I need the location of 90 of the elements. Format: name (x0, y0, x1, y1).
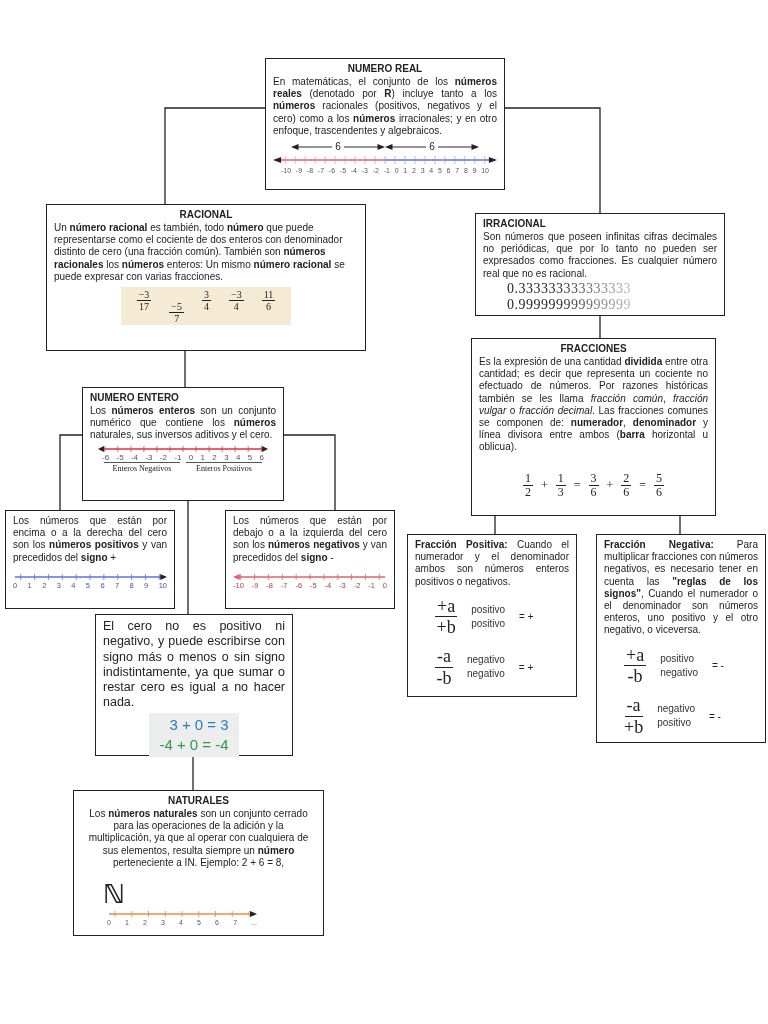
paragraph: Fracción Negativa: Para multiplicar fracciones con números negativos, es necesario tener en cuenta las "reglas de los signos", Cuando el numerador o el denominador son números enteros, uno positivo y el otro negativo, o viceversa. (604, 539, 758, 637)
concept-box (46, 204, 366, 351)
operator: + (540, 478, 548, 494)
sign-word: positivo (657, 716, 693, 731)
concept-box (225, 510, 395, 609)
denominator: 6 (656, 486, 663, 501)
sign-result: = + (519, 611, 534, 623)
denominator: +b (436, 617, 456, 639)
numerator: +a (624, 644, 647, 667)
heading: RACIONAL (178, 209, 234, 220)
numerator: −5 (169, 300, 184, 314)
equation: 3 + 0 = 3 (169, 714, 229, 735)
numerator: −3 (136, 288, 152, 302)
numerator: 1 (555, 471, 566, 487)
operator: + (606, 478, 614, 494)
paragraph: Los números enteros son un conjunto numérico que contiene los números naturales, sus inversos aditivos y el cero. (90, 405, 276, 442)
operator: = (639, 478, 647, 494)
heading: NATURALES (167, 795, 230, 806)
sign-result: = + (518, 661, 534, 673)
heading: NUMERO REAL (346, 63, 424, 74)
paragraph: Son números que poseen infinitas cifras decimales no periódicas, que por lo tanto no pueden ser expresados como fracciones. Es cualquier número real que no es racional. (483, 231, 717, 280)
concept-box (82, 387, 284, 501)
numerator: −3 (229, 288, 244, 302)
sign-word: positivo (471, 616, 506, 631)
denominator: +b (624, 716, 644, 738)
numerator: 3 (588, 471, 599, 487)
concept-box (5, 510, 175, 609)
tick-labels: -6 -5 -4 -3 -2 -1 0 1 2 3 4 5 6 (102, 453, 264, 463)
paragraph: El cero no es positivo ni negativo, y puede escribirse con signo más o menos o sin signo indistintamente, ya que sumar o restar cero es igual a no hacer nada. (103, 619, 285, 711)
connector-line (599, 315, 601, 339)
concept-box (471, 338, 716, 516)
denominator: 2 (524, 486, 531, 501)
concept-box (596, 534, 766, 743)
connector-line (187, 500, 189, 615)
paragraph: Los números naturales son un conjunto cerrado para las operaciones de la adición y la multiplicación, ya que al operar con cualquiera de sus elementos, resulta siempre un número perteneciente a IN. Ejemplo: 2 + 6 = 8, (87, 808, 310, 869)
concept-box (265, 58, 505, 190)
numerator: -a (435, 646, 453, 668)
paragraph: En matemáticas, el conjunto de los números reales (denotado por R) incluye tanto a los números racionales (positivos, negativos y el cero) como a los números irracionales; y en otro enfoque, trascendentes y algebraicos. (273, 76, 497, 137)
denominator: -b (436, 667, 452, 689)
connector-line (192, 755, 194, 791)
connector-line (164, 107, 266, 205)
paragraph: Los números que están por debajo o a la izquierda del cero son los números negativos y van precedidos del signo - (233, 515, 387, 564)
sign-word: positivo (471, 602, 506, 617)
denominator: 7 (174, 313, 180, 325)
distance-label: 6 (332, 141, 344, 153)
distance-label: 6 (426, 141, 438, 153)
concept-box (95, 614, 293, 756)
numerator: 1 (522, 471, 533, 487)
connector-line (504, 107, 601, 214)
denominator: 4 (204, 301, 209, 313)
connector-line (184, 350, 186, 388)
connector-line (494, 515, 496, 535)
operator: = (573, 478, 581, 494)
heading: FRACCIONES (559, 343, 628, 354)
numerator: -a (624, 694, 643, 717)
connector-line (283, 434, 336, 511)
heading: NUMERO ENTERO (90, 392, 180, 403)
equation: -4 + 0 = -4 (159, 734, 229, 755)
sign-result: = - (711, 660, 724, 672)
denominator: 4 (233, 301, 239, 313)
bracket-label: Enteros Positivos (186, 462, 262, 474)
numerator: 11 (261, 288, 276, 302)
numerator: 5 (654, 471, 665, 487)
numerator: 3 (202, 288, 211, 302)
denominator: 6 (265, 301, 271, 313)
denominator: 17 (139, 301, 150, 313)
paragraph: Los números que están por encima o a la derecha del cero son los números positivos y van precedidos del signo + (13, 515, 167, 564)
paragraph: Un número racionales también, todo número que puede representarse como el cociente de dos enteros con denominador distinto de cero (una fracción común). También son números racionales los números enteros: Un mismo número racional se puede expresar con varias fracciones. (54, 222, 346, 283)
concept-box (407, 534, 577, 697)
sign-word: negativo (657, 702, 695, 717)
denominator: 6 (590, 486, 597, 501)
set-symbol: ℕ (103, 880, 125, 907)
concept-box (475, 213, 725, 316)
connector-line (59, 434, 83, 511)
bracket-label: Enteros Negativos (104, 462, 180, 474)
numerator: +a (435, 595, 458, 618)
denominator: 6 (623, 486, 630, 501)
heading: IRRACIONAL (483, 218, 547, 229)
denominator: -b (627, 666, 643, 687)
denominator: 3 (557, 486, 564, 501)
sign-word: negativo (467, 653, 505, 668)
numerator: 2 (621, 471, 632, 487)
paragraph: Es la expresión de una cantidad dividida entre otra cantidad; es decir que representa un cociente no efectuado de números. Por razones históricas también se les llama fracción común, fracción vulgar o fracción decimal. Las fracciones comunes se componen de: numerador, denominador y línea divisora entre ambos (barra horizontal u oblicua). (479, 356, 708, 454)
sign-word: positivo (660, 651, 696, 666)
sign-word: negativo (660, 665, 698, 680)
sign-word: negativo (467, 667, 505, 682)
connector-line (679, 515, 681, 535)
paragraph: Fracción Positiva: Cuando el numerador y el denominador ambos son números enteros positivos o negativos. (415, 539, 569, 588)
concept-box (73, 790, 324, 936)
sign-result: = - (708, 710, 721, 722)
